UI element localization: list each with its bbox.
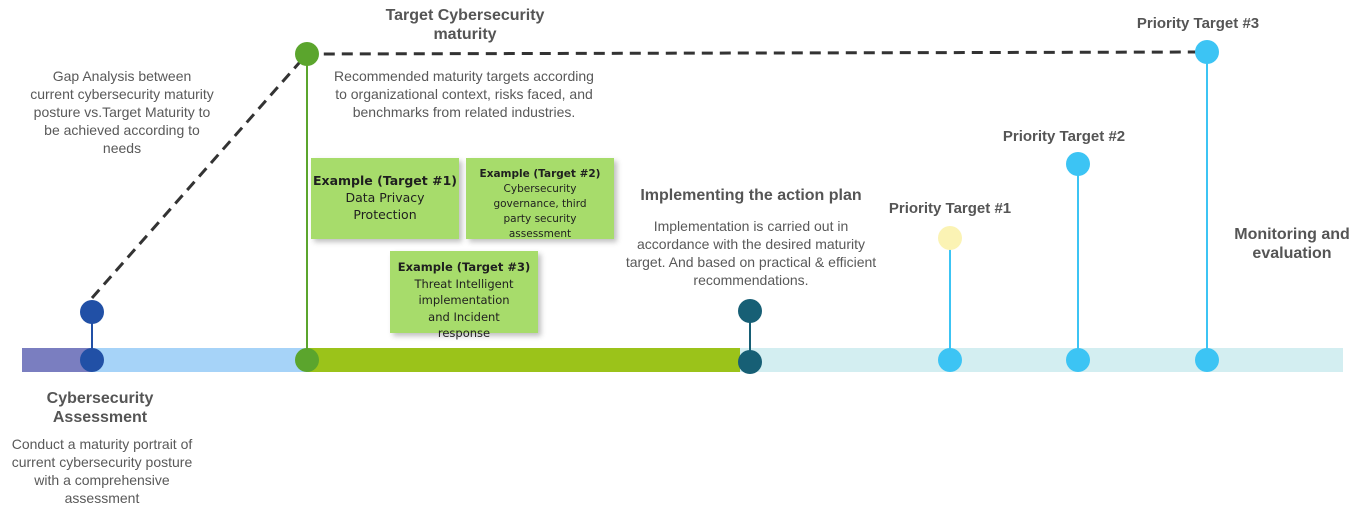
action-plan-desc: Implementation is carried out in accorda… (625, 218, 877, 288)
action-node-bar (738, 350, 762, 374)
example-target-2-box: Example (Target #2) Cybersecurity govern… (466, 158, 614, 240)
assessment-title: Cybersecurity Assessment (46, 390, 154, 426)
priority-3-node-top (1195, 40, 1219, 64)
example-target-1-box: Example (Target #1) Data Privacy Protect… (311, 158, 459, 239)
bar-implementation-segment (308, 348, 740, 372)
priority-target-3-label: Priority Target #3 (1136, 15, 1260, 32)
gap-analysis-text: Gap Analysis between current cybersecuri… (30, 68, 214, 156)
target-maturity-title: Target Cybersecurity maturity (385, 7, 545, 43)
priority-1-node-top (938, 226, 962, 250)
target-node-top (295, 42, 319, 66)
example-target-2-title: Example (Target #2) (479, 168, 601, 180)
action-node-top (738, 299, 762, 323)
monitoring-label: Monitoring and evaluation (1234, 226, 1350, 262)
example-target-2-desc: Cybersecurity governance, third party se… (493, 183, 587, 240)
priority-target-1-label: Priority Target #1 (888, 200, 1012, 217)
example-target-3-box: Example (Target #3) Threat Intelligent i… (390, 251, 538, 340)
target-maturity-desc: Recommended maturity targets according t… (334, 68, 594, 120)
priority-1-node-bar (938, 348, 962, 372)
assessment-node-bar (80, 348, 104, 372)
bar-current-segment (92, 348, 308, 372)
assessment-desc: Conduct a maturity portrait of current c… (11, 436, 193, 506)
assessment-node-top (80, 300, 104, 324)
priority-3-node-bar (1195, 348, 1219, 372)
example-target-3-desc: Threat Intelligent implementation and In… (414, 276, 514, 341)
bar-remaining-segment (740, 348, 1343, 372)
example-target-3-title: Example (Target #3) (397, 260, 531, 274)
target-node-bar (295, 348, 319, 372)
example-target-1-title: Example (Target #1) (313, 173, 457, 188)
example-target-1-desc: Data Privacy Protection (345, 190, 425, 222)
priority-target-2-label: Priority Target #2 (1002, 128, 1126, 145)
priority-2-node-bar (1066, 348, 1090, 372)
action-plan-title: Implementing the action plan (640, 187, 862, 204)
priority-2-node-top (1066, 152, 1090, 176)
